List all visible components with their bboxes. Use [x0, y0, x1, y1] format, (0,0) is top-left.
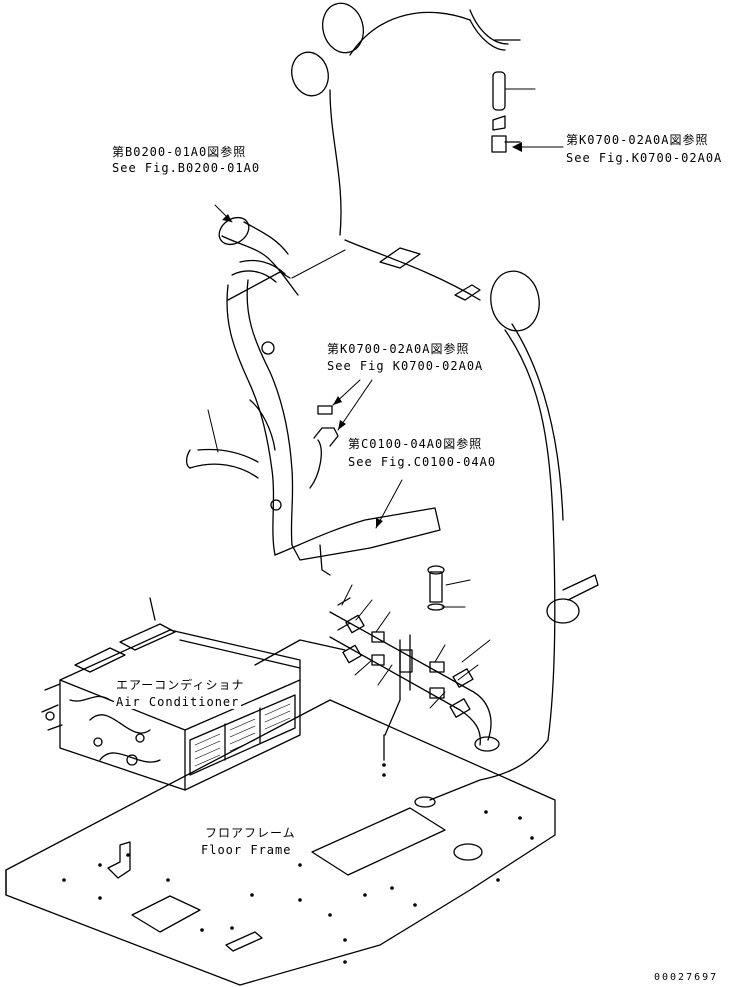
- document-number: 00027697: [654, 972, 719, 983]
- connector-parts: [313, 405, 500, 752]
- ref-b0200-jp: 第B0200-01A0図参照: [112, 145, 247, 159]
- ref-b0200-en: See Fig.B0200-01A0: [112, 161, 261, 175]
- ref-k0700-top-jp: 第K0700-02A0A図参照: [566, 133, 709, 147]
- ref-k0700-top-en: See Fig.K0700-02A0A: [566, 151, 723, 165]
- floor-frame: [5, 699, 556, 986]
- floor-frame-label-en: Floor Frame: [199, 843, 294, 857]
- ref-c0100-jp: 第C0100-04A0図参照: [348, 437, 483, 451]
- ref-c0100-en: See Fig.C0100-04A0: [348, 455, 497, 469]
- ref-k0700-mid-jp: 第K0700-02A0A図参照: [327, 342, 470, 356]
- fitting-stack: [491, 71, 521, 153]
- leader-lines: [207, 88, 564, 709]
- floor-frame-label-jp: フロアフレーム: [203, 826, 298, 840]
- heater-hose-assembly: [185, 216, 441, 576]
- upper-hose-route: [291, 2, 599, 808]
- aircon-label-en: Air Conditioner: [114, 695, 242, 709]
- air-conditioner-unit: [41, 597, 346, 791]
- aircon-label-jp: エアーコンディショナ: [114, 678, 247, 692]
- leader-arrows: [222, 142, 522, 528]
- ref-k0700-mid-en: See Fig K0700-02A0A: [327, 359, 484, 373]
